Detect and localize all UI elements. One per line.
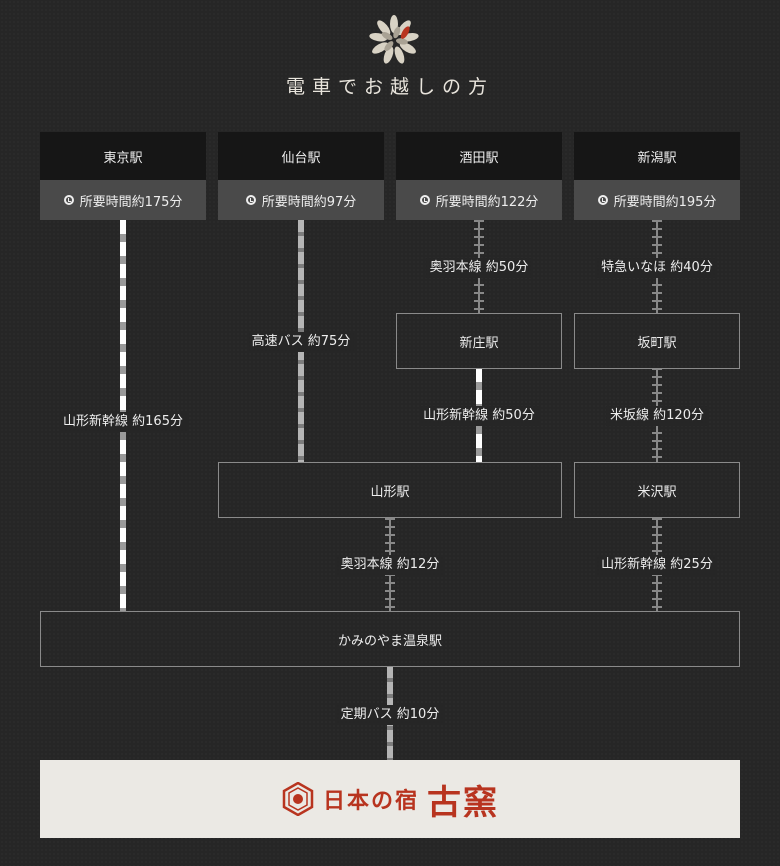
route-label-shinjo-shinkansen: 山形新幹線 約50分 [419,406,539,426]
travel-time-sendai: 所要時間約97分 [218,180,384,220]
station-box-yamagata: 山形駅 [218,462,562,518]
kiln-crest-icon [282,782,314,816]
station-box-sakamachi: 坂町駅 [574,313,740,369]
clock-icon [63,195,74,205]
route-label-yamagata-ou: 奥羽本線 約12分 [336,555,444,575]
route-label-yonezawa-shinkansen: 山形新幹線 約25分 [597,555,717,575]
route-label-tokyo-shinkansen: 山形新幹線 約165分 [59,412,187,432]
clock-icon [597,195,608,205]
clock-icon [419,195,430,205]
route-label-niigata-inaho: 特急いなほ 約40分 [597,258,717,278]
travel-time-text: 所要時間約195分 [613,194,717,210]
destination-logo-banner: 日本の宿 古窯 [40,760,740,838]
clock-icon [245,195,256,205]
station-header-sakata: 酒田駅 [396,132,562,180]
travel-time-text: 所要時間約122分 [435,194,539,210]
travel-time-text: 所要時間約97分 [261,194,357,210]
travel-time-text: 所要時間約175分 [79,194,183,210]
logo-text-small: 日本の宿 [322,788,419,814]
flower-emblem-icon [369,15,419,64]
route-label-kaminoyama-bus: 定期バス 約10分 [336,705,444,725]
station-header-sendai: 仙台駅 [218,132,384,180]
travel-time-tokyo: 所要時間約175分 [40,180,206,220]
travel-time-sakata: 所要時間約122分 [396,180,562,220]
station-box-kaminoyama: かみのやま温泉駅 [40,611,740,667]
station-box-yonezawa: 米沢駅 [574,462,740,518]
route-label-sakamachi-yonesaka: 米坂線 約120分 [606,406,708,426]
route-label-sendai-bus: 高速バス 約75分 [247,332,355,352]
station-header-tokyo: 東京駅 [40,132,206,180]
route-label-sakata-ou: 奥羽本線 約50分 [425,258,533,278]
station-box-shinjo: 新庄駅 [396,313,562,369]
logo-text-big: 古窯 [427,782,499,823]
page-title: 電車でお越しの方 [285,76,494,98]
travel-time-niigata: 所要時間約195分 [574,180,740,220]
station-header-niigata: 新潟駅 [574,132,740,180]
